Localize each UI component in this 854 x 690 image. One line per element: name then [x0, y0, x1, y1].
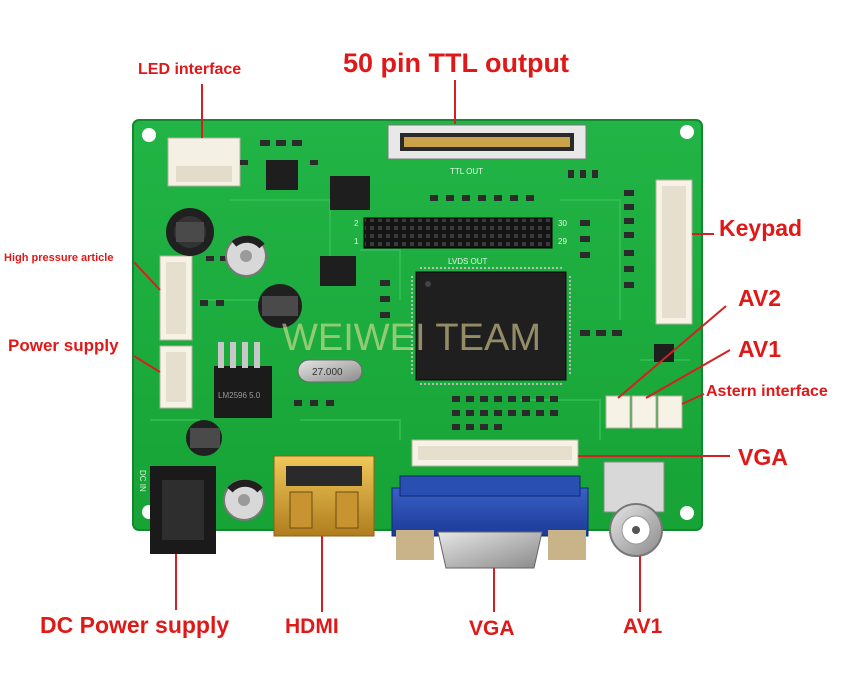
label-led-interface: LED interface: [138, 61, 242, 78]
label-av1-bottom: AV1: [623, 615, 663, 638]
main-ic: [415, 271, 567, 381]
label-astern-interface: Astern interface: [706, 383, 828, 400]
av1-connector: [631, 395, 657, 429]
label-av2: AV2: [738, 285, 782, 311]
pin-2-marking: 2: [354, 219, 359, 228]
label-hdmi: HDMI: [285, 615, 339, 638]
label-ttl-output: 50 pin TTL output: [343, 48, 569, 78]
astern-connector: [657, 395, 683, 429]
dc-in-marking: DC IN: [138, 470, 147, 492]
mounting-hole: [142, 128, 156, 142]
pin-29-marking: 29: [558, 237, 567, 246]
small-ic: [330, 176, 370, 210]
label-power-supply: Power supply: [8, 336, 119, 355]
av2-connector: [605, 395, 631, 429]
regulator: [214, 366, 272, 418]
smd-components: [200, 140, 634, 430]
label-high-pressure: High pressure article: [4, 252, 114, 264]
capacitor: [223, 479, 265, 521]
small-ic: [654, 344, 674, 362]
label-keypad: Keypad: [719, 215, 803, 241]
inductor: [258, 284, 302, 328]
pin-1-marking: 1: [354, 237, 359, 246]
mounting-hole: [680, 506, 694, 520]
crystal-marking: 27.000: [312, 367, 343, 378]
capacitor: [225, 235, 267, 277]
mounting-hole: [680, 125, 694, 139]
inductor: [166, 208, 214, 256]
lvds-out-marking: LVDS OUT: [448, 257, 488, 266]
label-dc-power-supply: DC Power supply: [40, 612, 230, 638]
small-ic: [266, 160, 298, 190]
label-vga-right: VGA: [738, 444, 788, 470]
crystal: [297, 359, 363, 383]
pin-30-marking: 30: [558, 219, 567, 228]
small-ic: [320, 256, 356, 286]
label-av1-right: AV1: [738, 336, 782, 362]
ttl-out-marking: TTL OUT: [450, 167, 483, 176]
rca-connector: [603, 461, 665, 557]
callout-lines: [133, 80, 731, 612]
label-vga-bottom: VGA: [469, 617, 515, 640]
watermark: WEIWEI TEAM: [282, 317, 541, 359]
pin-header: [363, 217, 553, 249]
inductor: [186, 420, 222, 456]
regulator-marking: LM2596 5.0: [218, 391, 261, 400]
